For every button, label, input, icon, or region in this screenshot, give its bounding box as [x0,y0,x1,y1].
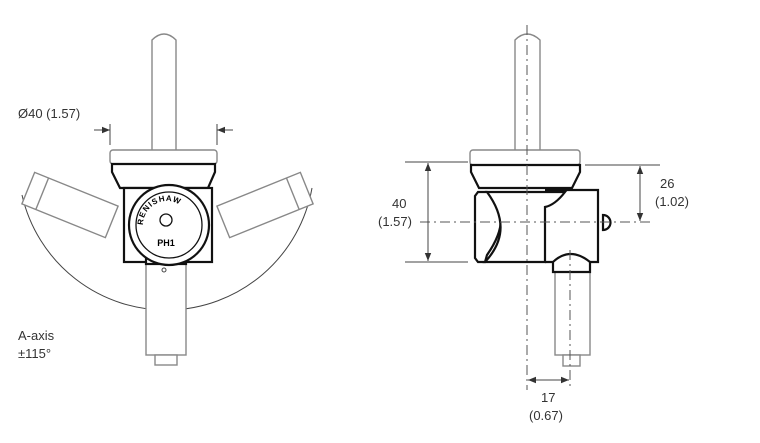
left-arm [20,171,120,239]
axis-range: ±115° [18,346,52,361]
height-mm: 40 [392,196,407,211]
diameter-label: Ø40 (1.57) [18,106,81,121]
offset-mm: 26 [660,176,675,191]
side-view [405,25,660,390]
flange [109,149,218,165]
probe-offset-mm: 17 [541,390,556,405]
probe-tip [154,354,178,366]
front-view: PH1 RENISHAW [20,33,315,366]
height-in: (1.57) [378,214,412,229]
model-text: PH1 [157,238,175,248]
probe [145,261,187,356]
probe-offset-in: (0.67) [529,408,563,423]
right-arm [215,171,315,239]
shaft [151,33,177,150]
axis-label: A-axis [18,328,55,343]
offset-in: (1.02) [655,194,689,209]
